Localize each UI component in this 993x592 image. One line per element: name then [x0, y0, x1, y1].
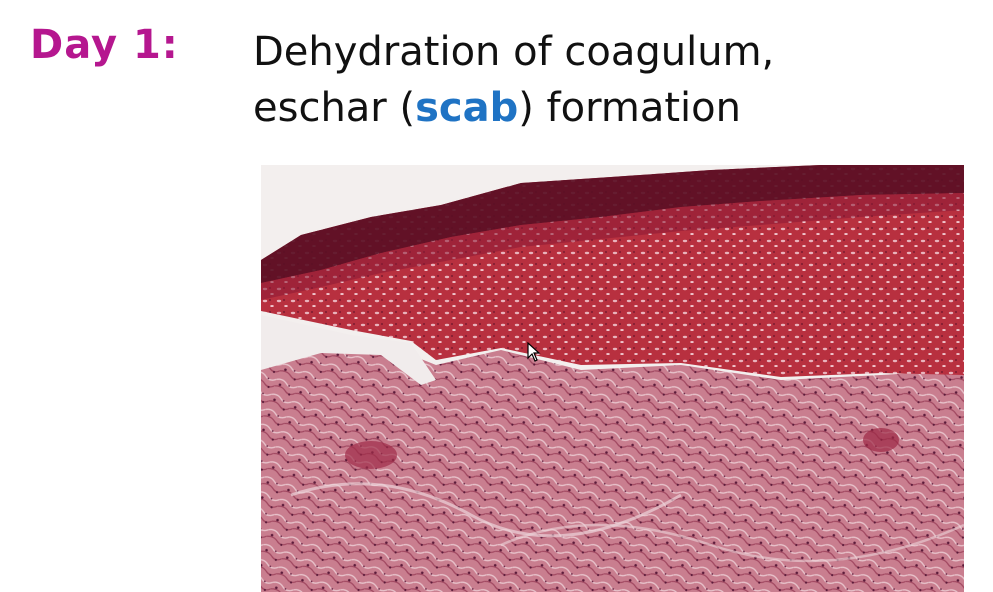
title-text-after: ) formation — [518, 85, 741, 131]
slide-title: Dehydration of coagulum, eschar (scab) f… — [253, 24, 774, 136]
title-line-1: Dehydration of coagulum, — [253, 29, 775, 75]
title-text-before: eschar ( — [253, 85, 416, 131]
histology-micrograph — [261, 165, 964, 592]
title-keyword: scab — [415, 85, 519, 131]
mouse-cursor-icon — [527, 341, 541, 366]
day-label: Day 1: — [30, 22, 179, 68]
title-line-2: eschar (scab) formation — [253, 80, 774, 136]
